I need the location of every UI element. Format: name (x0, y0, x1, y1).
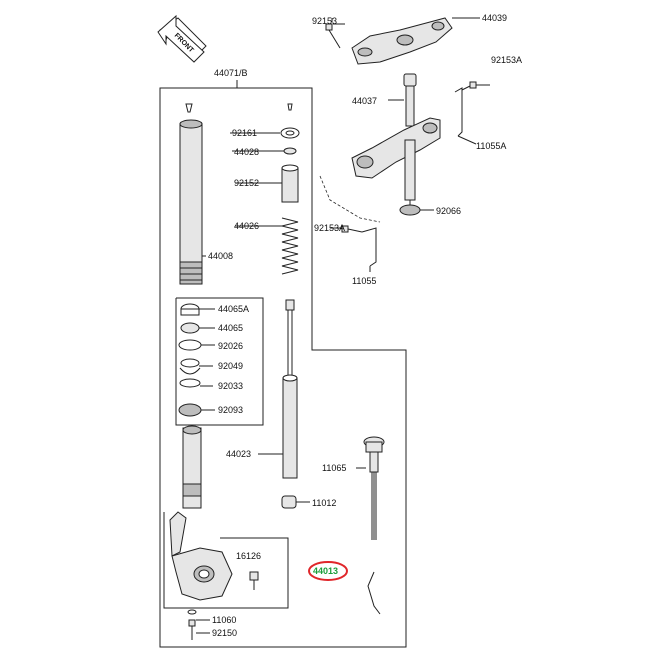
label-44065a: 44065A (218, 304, 249, 314)
label-11055: 11055 (352, 276, 376, 286)
steering-stem (351, 73, 441, 206)
label-44037: 44037 (352, 96, 377, 106)
washer-stack (178, 303, 202, 417)
outer-tube-axle-holder (169, 425, 233, 601)
bracket-11055 (319, 175, 381, 272)
assembly-frame (159, 80, 407, 648)
label-92161: 92161 (232, 128, 257, 138)
label-92153a-mid: 92153A (314, 223, 345, 233)
label-11060: 11060 (212, 615, 236, 625)
label-92026: 92026 (218, 341, 243, 351)
bolt-16126 (249, 571, 259, 590)
label-92093: 92093 (218, 405, 243, 415)
spring-44026 (281, 217, 299, 275)
label-92033: 92033 (218, 381, 243, 391)
label-92150: 92150 (212, 628, 237, 638)
label-92066: 92066 (436, 206, 461, 216)
label-44008: 44008 (208, 251, 233, 261)
label-11012: 11012 (312, 498, 336, 508)
label-16126: 16126 (236, 551, 261, 561)
bolt-92150 (187, 609, 197, 640)
upper-triple-clamp (351, 17, 480, 65)
front-arrow-icon: FRONT (157, 14, 207, 63)
fork-tube-44008 (179, 103, 203, 285)
label-44039: 44039 (482, 13, 507, 23)
highlight-44013[interactable]: 44013 (308, 561, 348, 581)
label-44028: 44028 (234, 147, 259, 157)
label-92152: 92152 (234, 178, 259, 188)
cap-11012 (281, 495, 297, 509)
bracket-11055a (454, 81, 490, 145)
leader-lines (196, 23, 434, 634)
label-44065: 44065 (218, 323, 243, 333)
spring-parts-stack (280, 103, 300, 203)
label-92049: 92049 (218, 361, 243, 371)
label-44013: 44013 (313, 566, 338, 576)
bearing-92066 (399, 204, 421, 216)
label-44023: 44023 (226, 449, 251, 459)
label-92153a-top: 92153A (491, 55, 522, 65)
bolt-92153 (325, 18, 341, 49)
label-11055a: 11055A (476, 141, 506, 151)
highlight-ring (308, 561, 348, 581)
damper-rod-44023 (282, 299, 298, 479)
label-44026: 44026 (234, 221, 259, 231)
label-92153: 92153 (312, 16, 337, 26)
label-11065: 11065 (322, 463, 346, 473)
label-44071b: 44071/B (214, 68, 248, 78)
cartridge-11065 (363, 436, 385, 615)
